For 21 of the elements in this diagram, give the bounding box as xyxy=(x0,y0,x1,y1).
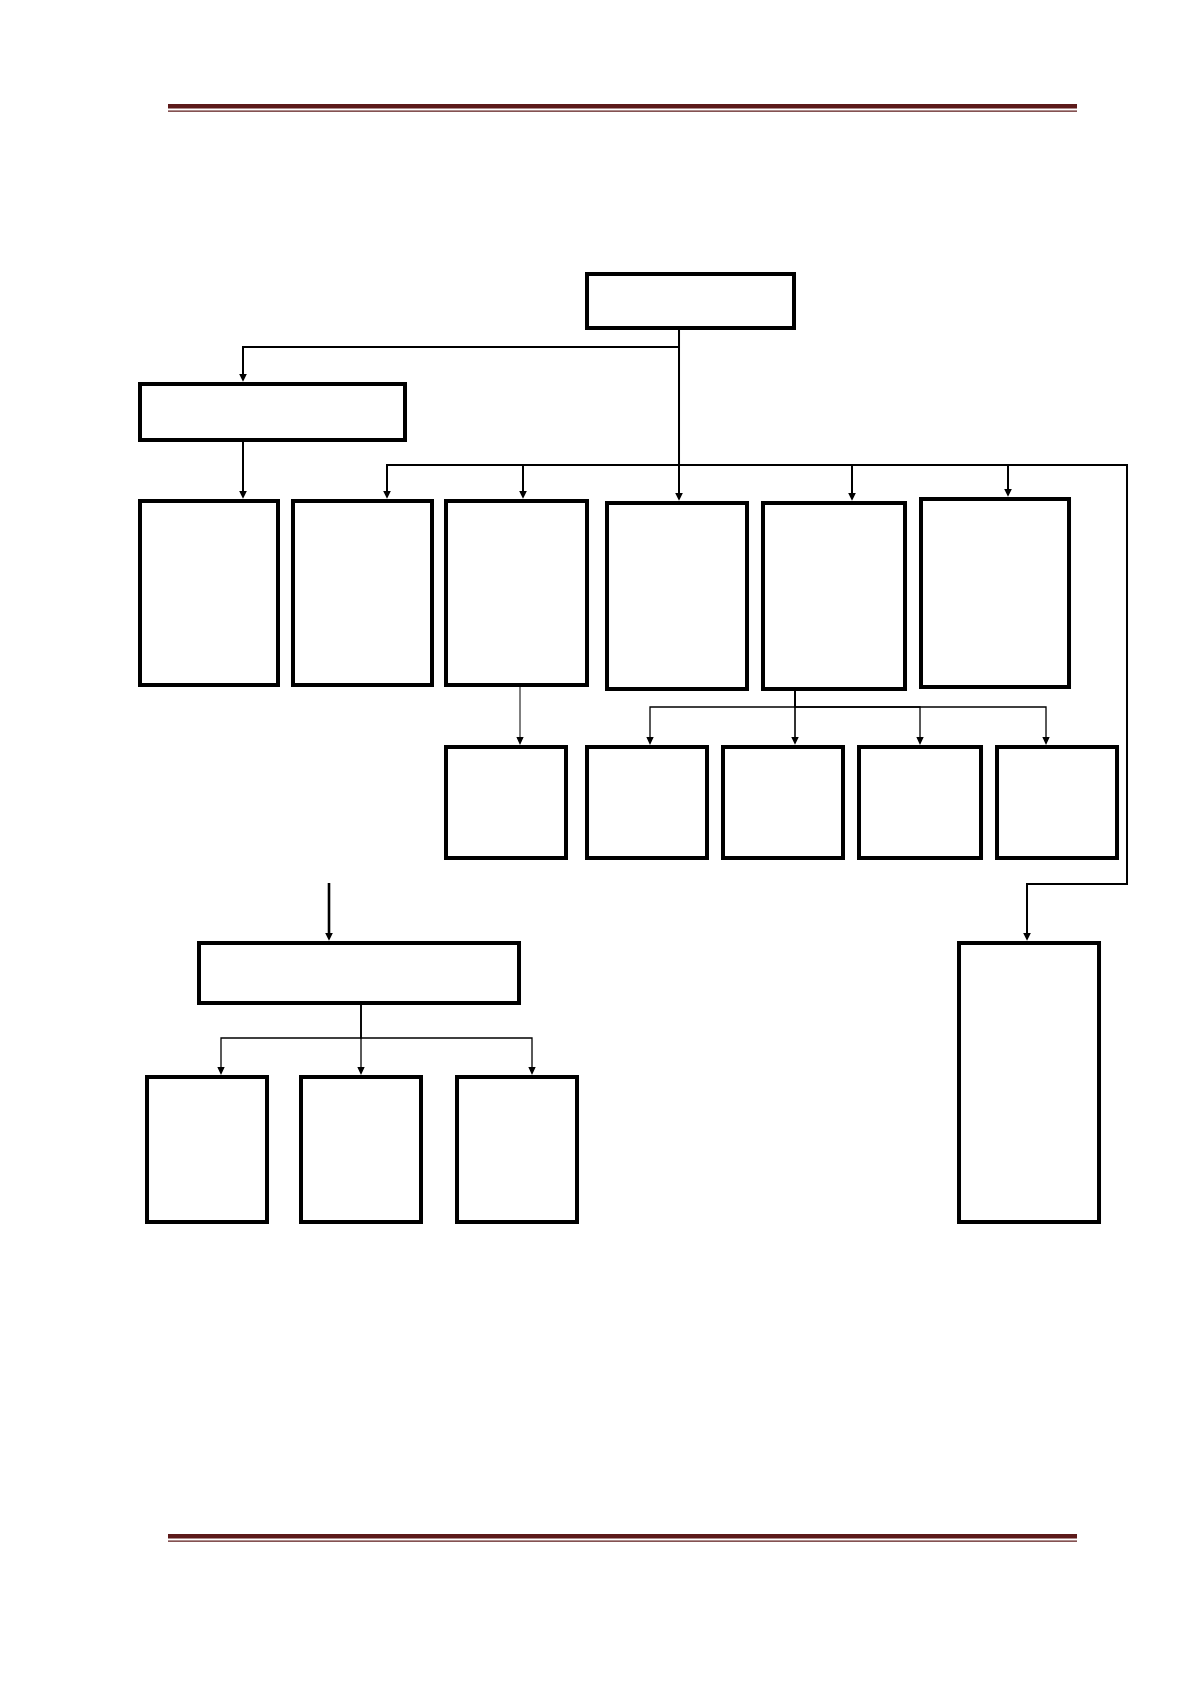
empty-box xyxy=(585,745,709,860)
empty-box xyxy=(761,501,907,691)
arrow xyxy=(516,686,524,745)
empty-box xyxy=(605,501,749,691)
empty-box xyxy=(299,1075,423,1224)
empty-box xyxy=(444,499,589,687)
empty-box xyxy=(721,745,845,860)
empty-box xyxy=(995,745,1119,860)
empty-box xyxy=(585,272,796,330)
arrow xyxy=(794,690,1050,745)
empty-box xyxy=(455,1075,579,1224)
empty-box xyxy=(291,499,434,687)
empty-box xyxy=(197,941,521,1005)
empty-box xyxy=(145,1075,269,1224)
empty-box xyxy=(957,941,1101,1224)
arrow xyxy=(360,1004,536,1075)
empty-box xyxy=(138,499,280,687)
empty-box xyxy=(919,497,1071,689)
empty-box xyxy=(444,745,568,860)
empty-box xyxy=(138,382,407,442)
empty-box xyxy=(857,745,983,860)
